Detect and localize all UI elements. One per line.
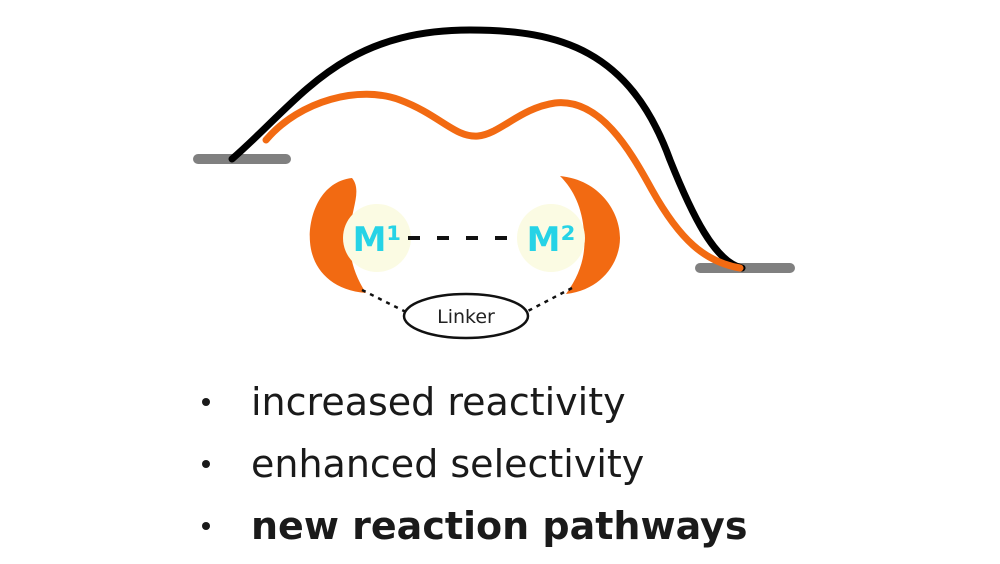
bullet-icon: [202, 398, 210, 406]
metal-1-label: M¹: [353, 220, 402, 260]
catalyzed-energy-curve: [262, 90, 744, 272]
metal-2-glow: [517, 204, 585, 272]
metal-1-glow: [343, 204, 411, 272]
metal-2-pocket: [560, 176, 620, 294]
benefit-text: enhanced selectivity: [251, 442, 645, 486]
metal-1-pocket: [309, 178, 366, 293]
benefit-item: enhanced selectivity: [196, 433, 747, 495]
bullet-icon: [202, 460, 210, 468]
metal-2-label: M²: [527, 220, 576, 260]
bullet-icon: [202, 522, 210, 530]
linker-connector-right: [525, 286, 573, 314]
benefit-text: new reaction pathways: [251, 504, 748, 548]
benefit-item: new reaction pathways: [196, 495, 747, 557]
benefit-text: increased reactivity: [251, 380, 626, 424]
benefit-item: increased reactivity: [196, 371, 747, 433]
uncatalyzed-energy-curve: [228, 26, 746, 272]
benefit-list: increased reactivity enhanced selectivit…: [196, 371, 747, 557]
linker-connector-left: [361, 288, 407, 314]
linker-ellipse: [402, 292, 530, 340]
linker-label: Linker: [437, 306, 495, 328]
